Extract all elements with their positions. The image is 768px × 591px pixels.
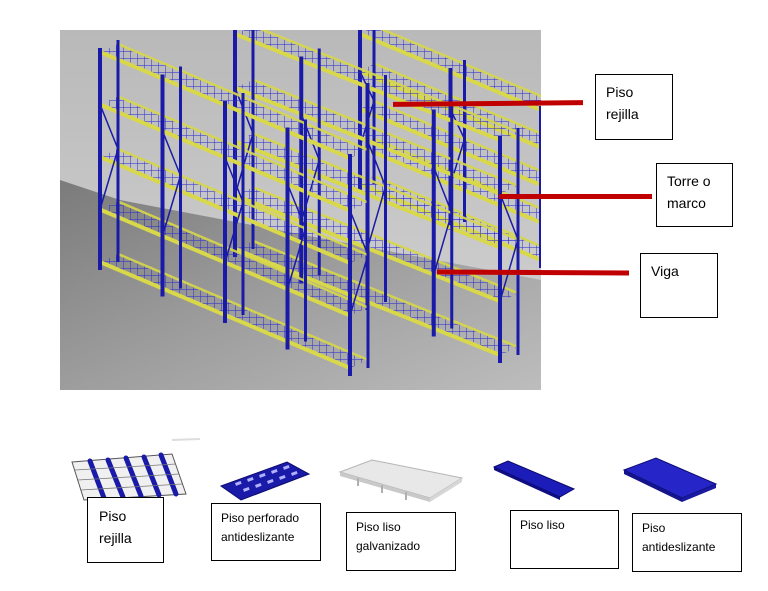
- floor-caption-rejilla: Piso rejilla: [87, 497, 164, 563]
- callout-piso-rejilla-line2: rejilla: [606, 106, 639, 122]
- rack-2-brace-b-3: [286, 228, 307, 290]
- rack-2-shelf-3: [100, 201, 368, 316]
- floor-caption-rejilla-line1: Piso: [99, 508, 127, 524]
- floor-caption-antideslizante-line1: Piso: [642, 521, 666, 535]
- rack-2-brace-b-1: [161, 175, 182, 237]
- floor-thumb-galvanizado: [338, 459, 464, 502]
- leader-line-piso-rejilla: [392, 100, 584, 107]
- callout-piso-rejilla: Piso rejilla: [595, 74, 673, 140]
- callout-viga-line1: Viga: [651, 263, 679, 279]
- rack-1-shelf-0: [235, 30, 518, 140]
- rack-2-brace-b-2: [224, 201, 244, 263]
- rack-1-brace-b-2: [366, 186, 387, 249]
- rack-1-shelf-1: [235, 79, 518, 194]
- floor-thumb-antideslizante: [622, 457, 718, 502]
- rack-1-brace-b-3: [433, 212, 453, 275]
- callout-viga: Viga: [640, 253, 718, 318]
- rack-2-shelf-1: [100, 96, 368, 211]
- floor-caption-galvanizado-line2: galvanizado: [356, 539, 421, 553]
- rack-2-brace-a-1: [161, 130, 182, 176]
- callout-torre-line2: marco: [667, 195, 706, 211]
- rack-1-brace-a-3: [433, 166, 453, 214]
- callout-torre-line1: Torre o: [667, 173, 711, 189]
- rack-2-shelf-2: [100, 149, 368, 263]
- callout-piso-rejilla-line1: Piso: [606, 84, 634, 100]
- floor-caption-galvanizado-line1: Piso liso: [356, 520, 401, 534]
- floor-thumb-liso: [492, 460, 576, 500]
- rack-2-brace-a-2: [224, 157, 244, 203]
- rack-2-brace-a-3: [286, 183, 307, 229]
- floor-caption-antideslizante-line2: antideslizante: [642, 540, 716, 554]
- floor-caption-perforado-line2: antideslizante: [221, 530, 295, 544]
- floor-thumb-perforado: [219, 461, 311, 501]
- rack-2-brace-a-4: [349, 210, 369, 256]
- rack-rows: [98, 30, 541, 376]
- rack-2-shelf-0: [100, 44, 368, 158]
- floor-caption-liso-line1: Piso liso: [520, 518, 565, 532]
- rack-1-brace-a-4: [499, 193, 519, 240]
- rack-1-brace-a-2: [366, 140, 387, 187]
- rack-2-brace-b-0: [99, 148, 119, 210]
- leader-line-viga: [436, 269, 630, 276]
- floor-caption-rejilla-line2: rejilla: [99, 530, 132, 546]
- floor-caption-antideslizante: Piso antideslizante: [632, 513, 742, 572]
- floor-thumb-rejilla: [71, 438, 201, 501]
- leader-line-torre: [499, 194, 652, 199]
- rack-2-brace-a-0: [99, 104, 119, 150]
- floor-caption-perforado: Piso perforado antideslizante: [211, 503, 321, 561]
- floor-caption-liso: Piso liso: [510, 510, 619, 569]
- rack-illustration: [60, 30, 541, 390]
- rack-2-brace-b-4: [349, 254, 369, 316]
- floor-caption-perforado-line1: Piso perforado: [221, 511, 300, 525]
- floor-caption-galvanizado: Piso liso galvanizado: [346, 512, 456, 571]
- callout-torre-o-marco: Torre o marco: [656, 163, 733, 227]
- rack-2-shelf-4: [100, 254, 368, 368]
